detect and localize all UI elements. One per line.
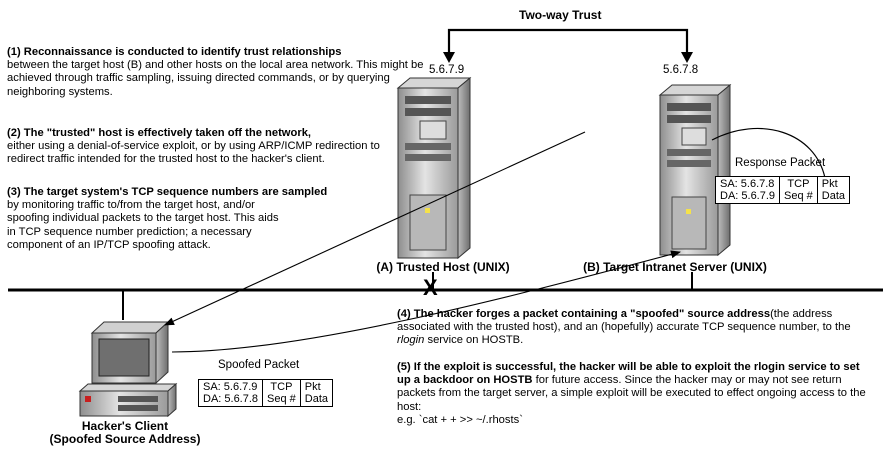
two-way-trust-label: Two-way Trust (519, 8, 602, 22)
spoofed-packet-pkt: Pkt (304, 381, 321, 393)
spoofed-packet-tcp: TCP (270, 381, 293, 393)
hacker-client-label-line1: Hacker's Client (81, 419, 169, 433)
response-packet-tcp-cell: TCP Seq # (779, 176, 818, 204)
spoofed-packet-arrow (171, 250, 681, 353)
spoofed-packet-data-cell: Pkt Data (299, 379, 334, 407)
hacker-client-label: Hacker's Client (Spoofed Source Address) (40, 420, 210, 446)
step-5-body: for future access. Since the hacker may … (397, 374, 866, 413)
spoofed-packet-data: Data (304, 393, 329, 405)
step-4-body-a: (the address associated with the trusted… (397, 308, 851, 334)
two-way-trust-arrow (443, 28, 693, 63)
spoofed-packet-da: DA: 5.6.7.8 (203, 393, 259, 405)
response-packet-da: DA: 5.6.7.9 (720, 190, 776, 202)
step-4-text: (4) The hacker forges a packet containin… (397, 308, 867, 348)
spoofed-packet-seq: Seq # (267, 393, 296, 405)
step-1-heading: (1) Reconnaissance is conducted to ident… (7, 46, 342, 58)
response-packet-addresses: SA: 5.6.7.8 DA: 5.6.7.9 (714, 176, 781, 204)
step-4-heading: (4) The hacker forges a packet containin… (397, 308, 771, 320)
hacker-client-computer-icon (78, 320, 178, 418)
target-host-ip: 5.6.7.8 (663, 64, 699, 76)
step-2-body: either using a denial-of-service exploit… (7, 140, 380, 166)
redirect-arrow (164, 131, 586, 326)
spoofed-packet-tcp-cell: TCP Seq # (262, 379, 301, 407)
response-packet-data: Data (821, 190, 846, 202)
response-packet-sa: SA: 5.6.7.8 (720, 178, 775, 190)
target-host-label: (B) Target Intranet Server (UNIX) (583, 260, 767, 274)
response-packet-tcp: TCP (787, 178, 810, 190)
step-3-text: (3) The target system's TCP sequence num… (7, 186, 407, 252)
step-1-body: between the target host (B) and other ho… (7, 59, 424, 98)
step-3-body: by monitoring traffic to/from the target… (7, 199, 279, 251)
spoofed-packet-title: Spoofed Packet (218, 359, 300, 371)
spoofed-packet-table: SA: 5.6.7.9 DA: 5.6.7.8 TCP Seq # Pkt Da… (197, 379, 334, 407)
trusted-host-break-mark: X (423, 275, 438, 300)
step-2-heading: (2) The "trusted" host is effectively ta… (7, 127, 312, 139)
step-1-text: (1) Reconnaissance is conducted to ident… (7, 46, 435, 99)
step-2-text: (2) The "trusted" host is effectively ta… (7, 127, 402, 167)
trusted-host-server-icon (396, 76, 472, 260)
step-5-text: (5) If the exploit is successful, the ha… (397, 361, 875, 427)
step-4-rlogin: rlogin (397, 334, 425, 347)
response-packet-table: SA: 5.6.7.8 DA: 5.6.7.9 TCP Seq # Pkt Da… (714, 176, 851, 204)
hacker-client-label-line2: (Spoofed Source Address) (49, 432, 201, 446)
response-packet-arrow (711, 127, 826, 179)
response-packet-seq: Seq # (784, 190, 813, 202)
step-5-example: e.g. `cat + + >> ~/.rhosts` (397, 413, 523, 426)
spoofed-packet-addresses: SA: 5.6.7.9 DA: 5.6.7.8 (197, 379, 264, 407)
spoofed-packet-sa: SA: 5.6.7.9 (203, 381, 258, 393)
response-packet-data-cell: Pkt Data (816, 176, 851, 204)
step-5-heading: (5) If the exploit is successful, the ha… (397, 361, 860, 387)
step-4-body-b: service on HOSTB. (424, 334, 524, 347)
response-packet-pkt: Pkt (821, 178, 838, 190)
step-3-heading: (3) The target system's TCP sequence num… (7, 186, 328, 198)
trusted-host-ip: 5.6.7.9 (429, 64, 465, 76)
trusted-host-label: (A) Trusted Host (UNIX) (376, 260, 510, 274)
target-server-icon (658, 83, 732, 257)
response-packet-title: Response Packet (735, 157, 826, 169)
